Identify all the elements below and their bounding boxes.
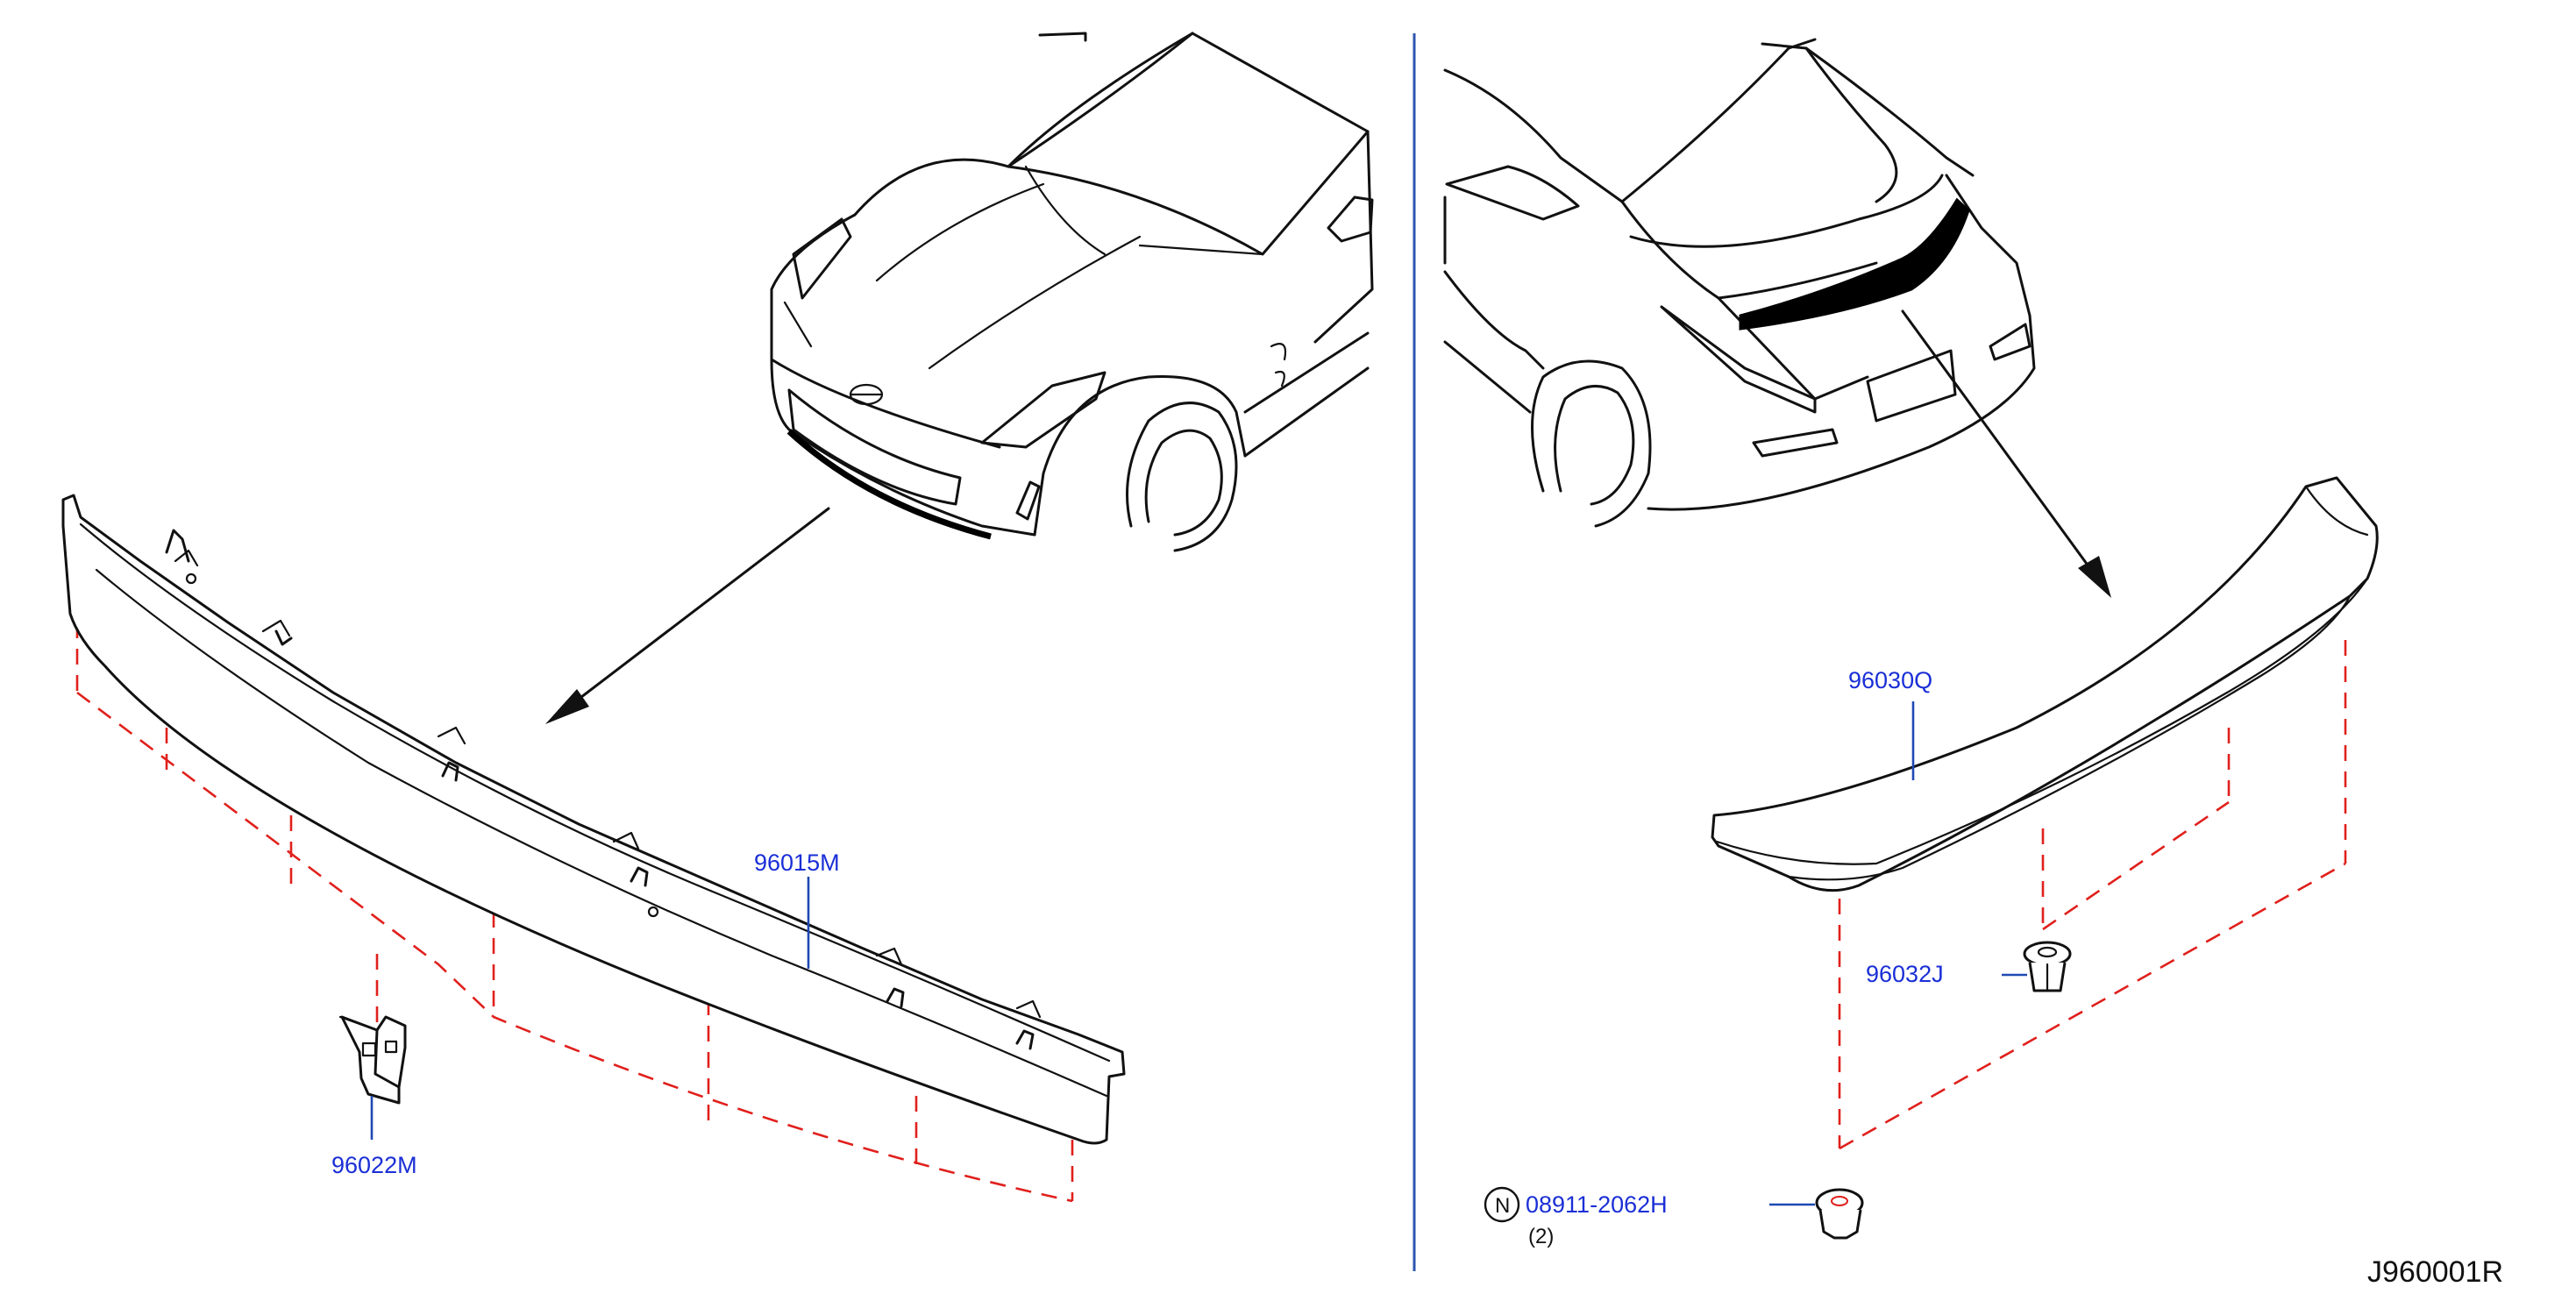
rear-spoiler-callout: 96030Q — [1848, 667, 1932, 693]
front-spoiler-callout: 96015M — [754, 850, 840, 876]
nut-marker-letter: N — [1495, 1194, 1510, 1218]
nut-part — [1815, 1188, 1864, 1240]
front-alignment-lines — [75, 544, 1074, 1203]
front-arrow — [545, 507, 830, 724]
rear-car-illustration — [1443, 38, 2036, 528]
front-clip-callout: 96022M — [331, 1152, 417, 1178]
rear-clip-callout: 96032J — [1866, 961, 1944, 987]
front-spoiler-part — [61, 494, 1126, 1145]
rear-clip-part — [2023, 941, 2072, 992]
nut-quantity: (2) — [1528, 1225, 1554, 1248]
rear-alignment-lines — [1838, 640, 2347, 1150]
front-car-illustration — [770, 32, 1374, 552]
nut-marker-circle — [1484, 1186, 1520, 1223]
front-clip-part — [338, 1015, 407, 1105]
nut-part-number: 08911-2062H — [1526, 1191, 1668, 1218]
front-spoiler-location-mark — [786, 429, 992, 540]
rear-spoiler-part — [1711, 476, 2379, 892]
rear-spoiler-location-mark — [1739, 197, 1970, 331]
rear-arrow — [1901, 309, 2111, 598]
diagram-reference: J960001R — [2367, 1255, 2503, 1289]
